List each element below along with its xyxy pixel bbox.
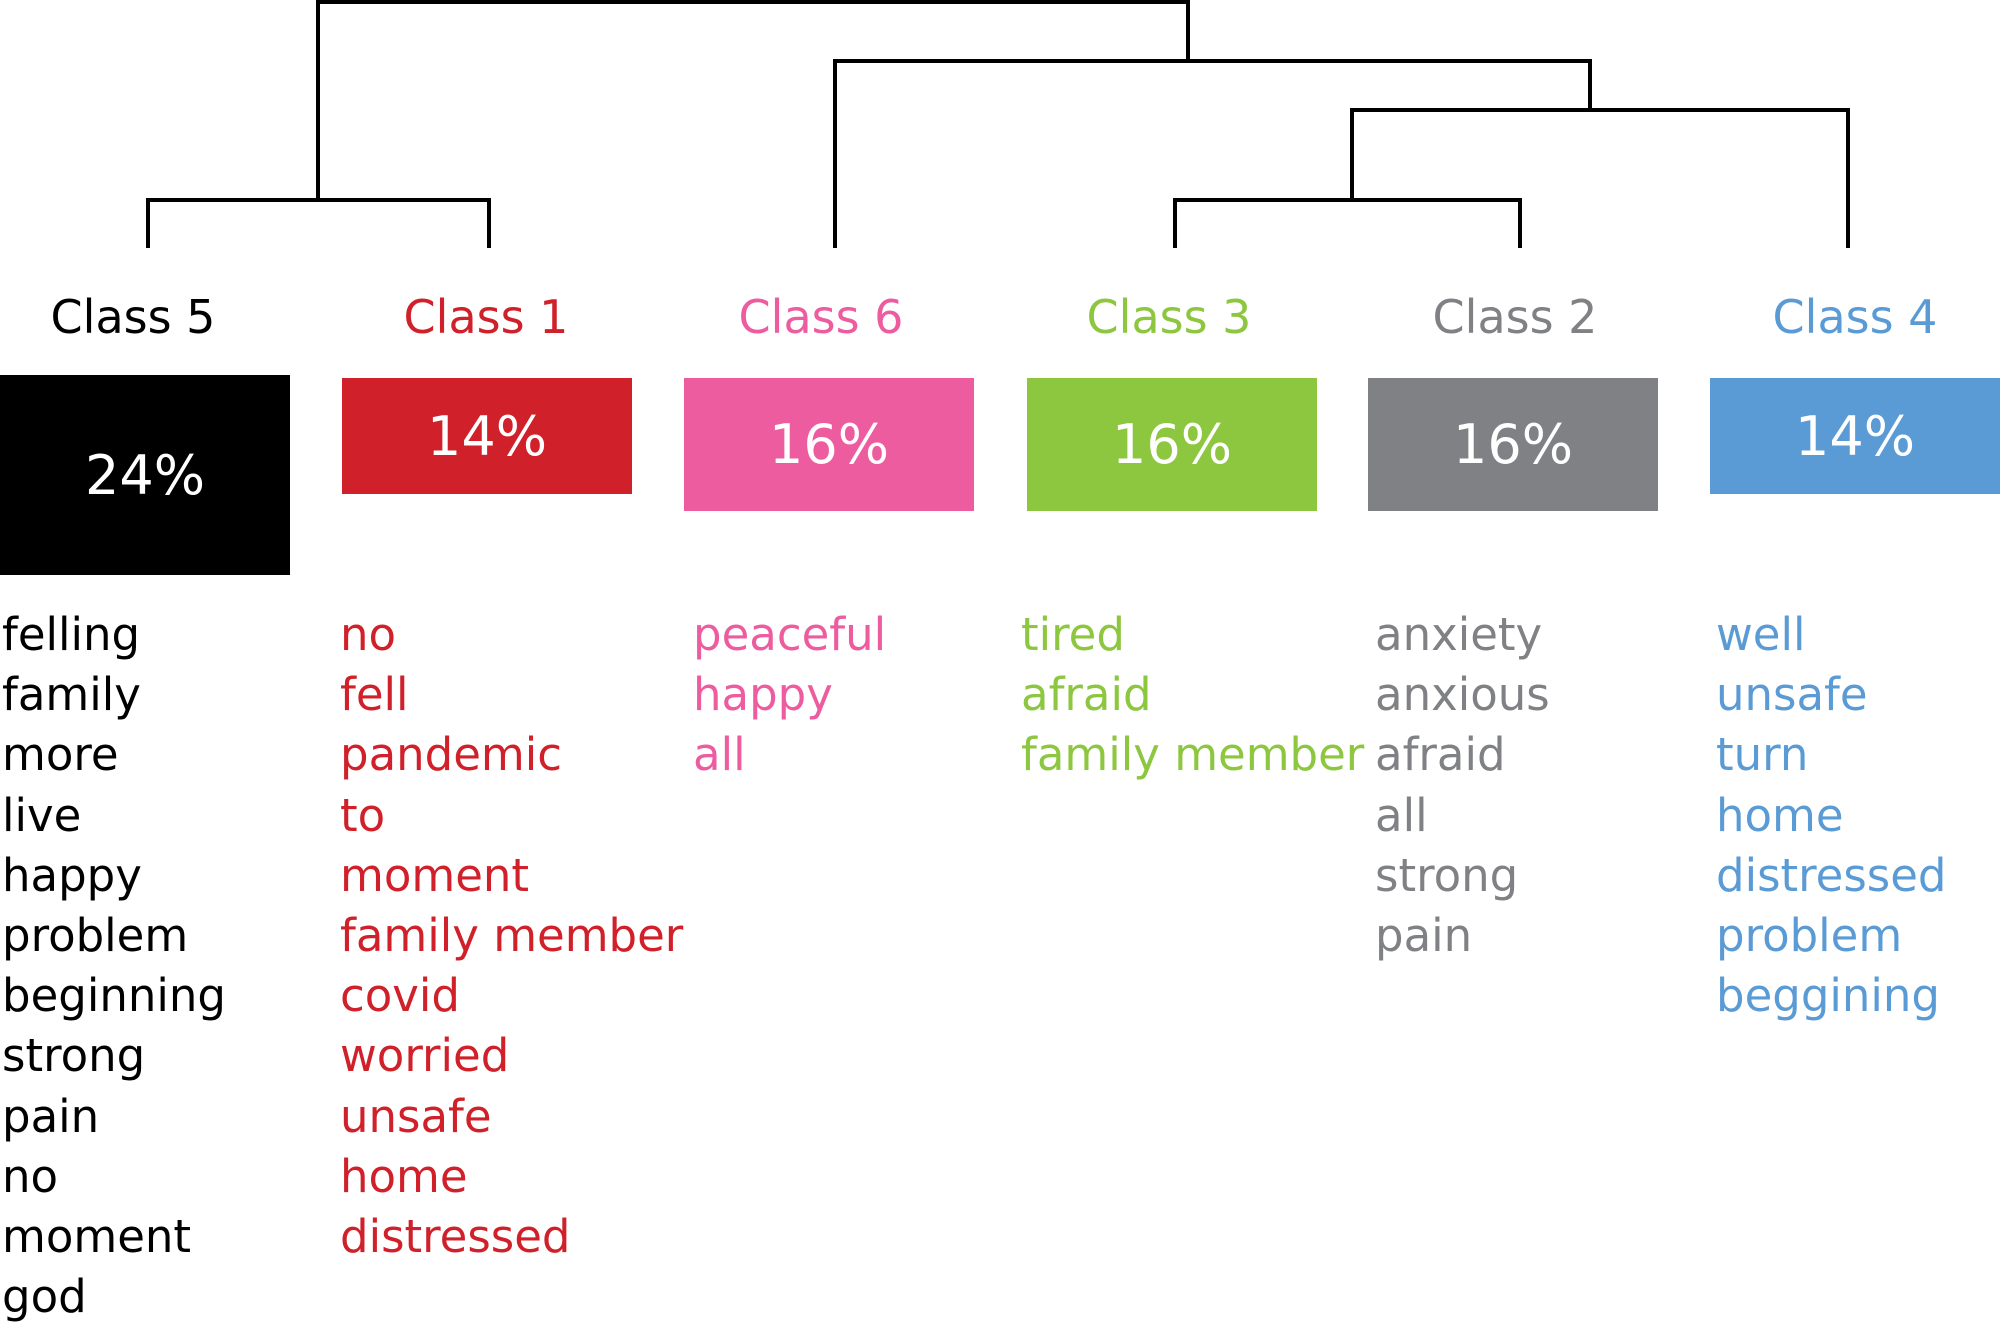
list-item: no [340,608,397,661]
branch-root [316,0,1190,200]
class-4-word-list: well unsafe turn home distressed problem… [1716,605,1947,1026]
branch-class3-class2 [1173,198,1522,248]
list-item: afraid [1021,668,1152,722]
list-item: problem [1716,909,1903,963]
list-item: beggining [1716,969,1940,1023]
class-6-word-list: peaceful happy all [693,605,886,786]
class-5-label: Class 5 [50,290,216,344]
list-item: pain [1375,909,1473,963]
class-4-label: Class 4 [1772,290,1938,344]
list-item: god [2,1270,87,1324]
class-5-percent: 24% [84,443,206,507]
list-item: moment [340,848,530,902]
list-item: pandemic [340,728,562,782]
list-item: family [2,668,141,722]
list-item: distressed [1716,848,1947,902]
class-6-percent: 16% [768,413,890,476]
list-item: no [2,1149,59,1203]
list-item: strong [2,1029,146,1083]
list-item: strong [1375,848,1519,902]
list-item: unsafe [1716,668,1868,722]
list-item: covid [340,969,460,1023]
branch-class5-class1 [146,198,491,248]
class-6-percent-box: 16% [684,378,974,511]
list-item: pain [2,1089,100,1143]
list-item: more [2,728,119,782]
class-2-label: Class 2 [1432,290,1598,344]
list-item: well [1716,608,1806,661]
list-item: problem [2,909,189,963]
class-1-percent: 14% [426,404,548,468]
class-4-percent: 14% [1794,404,1916,468]
list-item: family member [340,909,684,963]
list-item: anxiety [1375,608,1543,661]
dendrogram [146,0,1850,248]
list-item: turn [1716,728,1809,782]
list-item: afraid [1375,728,1506,782]
branch-c3c2-class4 [1350,108,1850,248]
class-3-percent: 16% [1111,413,1233,476]
class-2-percent-box: 16% [1368,378,1658,511]
list-item: happy [2,848,142,902]
list-item: home [340,1149,468,1203]
class-5-word-list: felling family more live happy problem b… [2,605,226,1327]
class-4-percent-box: 14% [1710,378,2000,494]
branch-class6-group [833,59,1592,248]
list-item: all [693,728,746,782]
list-item: family member [1021,728,1365,782]
list-item: anxious [1375,668,1550,722]
list-item: fell [340,668,409,722]
list-item: tired [1021,608,1125,661]
list-item: distressed [340,1210,571,1264]
class-2-percent: 16% [1452,413,1574,476]
list-item: unsafe [340,1089,492,1143]
class-3-percent-box: 16% [1027,378,1317,511]
class-3-word-list: tired afraid family member [1021,605,1364,786]
class-5-percent-box: 24% [0,375,290,575]
class-1-percent-box: 14% [342,378,632,494]
class-1-label: Class 1 [403,290,569,344]
list-item: peaceful [693,608,887,661]
list-item: home [1716,788,1844,842]
class-1-word-list: no fell pandemic to moment family member… [340,605,683,1267]
list-item: beginning [2,969,226,1023]
list-item: live [2,788,82,842]
list-item: moment [2,1210,192,1264]
list-item: worried [340,1029,510,1083]
class-6-label: Class 6 [738,290,904,344]
list-item: to [340,788,386,842]
list-item: all [1375,788,1428,842]
list-item: happy [693,668,833,722]
list-item: felling [2,608,141,661]
class-3-label: Class 3 [1086,290,1252,344]
class-2-word-list: anxiety anxious afraid all strong pain [1375,605,1550,966]
